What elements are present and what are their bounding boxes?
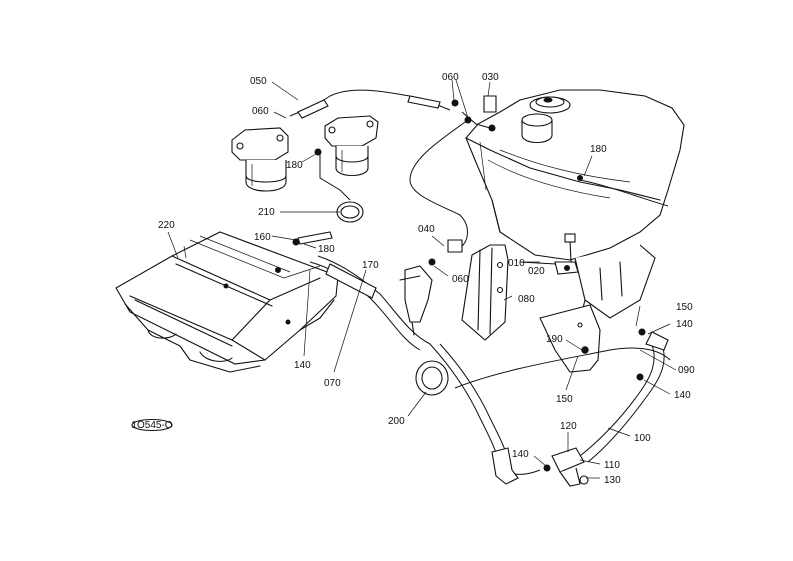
label-030: 030 <box>482 72 499 83</box>
label-050: 050 <box>250 76 267 87</box>
label-060-injector: 060 <box>452 274 469 285</box>
label-180-tank: 180 <box>590 144 607 155</box>
label-060-top: 060 <box>442 72 459 83</box>
label-210: 210 <box>258 207 275 218</box>
label-010: 010 <box>508 258 525 269</box>
label-150-right: 150 <box>676 302 693 313</box>
label-140-right: 140 <box>676 319 693 330</box>
tank-support-pan <box>115 231 339 373</box>
label-040: 040 <box>418 224 435 235</box>
label-070: 070 <box>324 378 341 389</box>
label-160: 160 <box>254 232 271 243</box>
stamp-code-text: 1O545-O <box>131 420 172 431</box>
label-200: 200 <box>388 416 405 427</box>
label-170: 170 <box>362 260 379 271</box>
label-220: 220 <box>158 220 175 231</box>
drawing-code-stamp: 1O545-O <box>131 418 173 432</box>
label-140-left: 140 <box>294 360 311 371</box>
label-020: 020 <box>528 266 545 277</box>
label-130: 130 <box>604 475 621 486</box>
label-100: 100 <box>634 433 651 444</box>
label-060-left: 060 <box>252 106 269 117</box>
label-120: 120 <box>560 421 577 432</box>
fuel-filter-left <box>231 127 289 192</box>
label-140-hose: 140 <box>674 390 691 401</box>
label-180-lower: 180 <box>318 244 335 255</box>
label-140-bottom: 140 <box>512 449 529 460</box>
label-150-bracket: 150 <box>556 394 573 405</box>
label-110: 110 <box>604 460 620 471</box>
fuel-tank <box>465 89 685 321</box>
label-180-filter: 180 <box>286 160 303 171</box>
leader-lines <box>167 79 677 479</box>
part-labels: 050 060 060 030 180 180 210 220 160 180 … <box>158 72 695 486</box>
label-090: 090 <box>678 365 695 376</box>
fuel-lines <box>289 89 671 487</box>
fuel-filter-right <box>324 115 379 177</box>
mounting-plate <box>461 244 509 341</box>
label-190: 190 <box>546 334 563 345</box>
label-080: 080 <box>518 294 535 305</box>
